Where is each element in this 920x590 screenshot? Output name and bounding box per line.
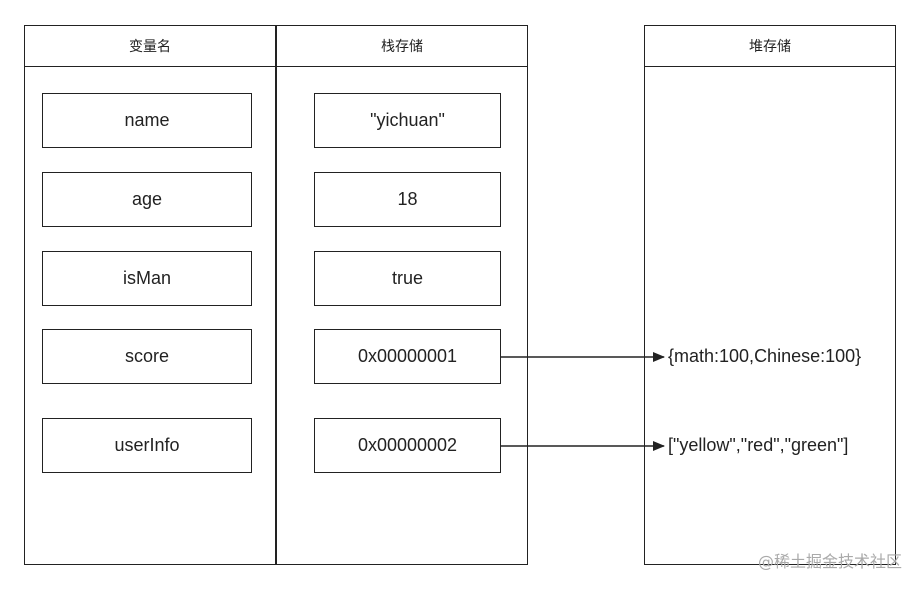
- heap-column: 堆存储: [644, 25, 896, 565]
- watermark: @稀土掘金技术社区: [757, 552, 902, 571]
- var-box-age: age: [42, 172, 252, 227]
- stack-box-isman: true: [314, 251, 501, 306]
- var-name-column: 变量名: [24, 25, 276, 565]
- heap-array: ["yellow","red","green"]: [668, 435, 849, 455]
- var-box-userinfo: userInfo: [42, 418, 252, 473]
- stack-box-age: 18: [314, 172, 501, 227]
- heap-header: 堆存储: [645, 26, 895, 67]
- stack-box-score: 0x00000001: [314, 329, 501, 384]
- stack-box-name: "yichuan": [314, 93, 501, 148]
- var-name-header: 变量名: [25, 26, 275, 67]
- heap-object: {math:100,Chinese:100}: [668, 346, 862, 366]
- stack-column: 栈存储: [276, 25, 528, 565]
- stack-header: 栈存储: [277, 26, 527, 67]
- var-box-isman: isMan: [42, 251, 252, 306]
- var-box-name: name: [42, 93, 252, 148]
- stack-box-userinfo: 0x00000002: [314, 418, 501, 473]
- var-box-score: score: [42, 329, 252, 384]
